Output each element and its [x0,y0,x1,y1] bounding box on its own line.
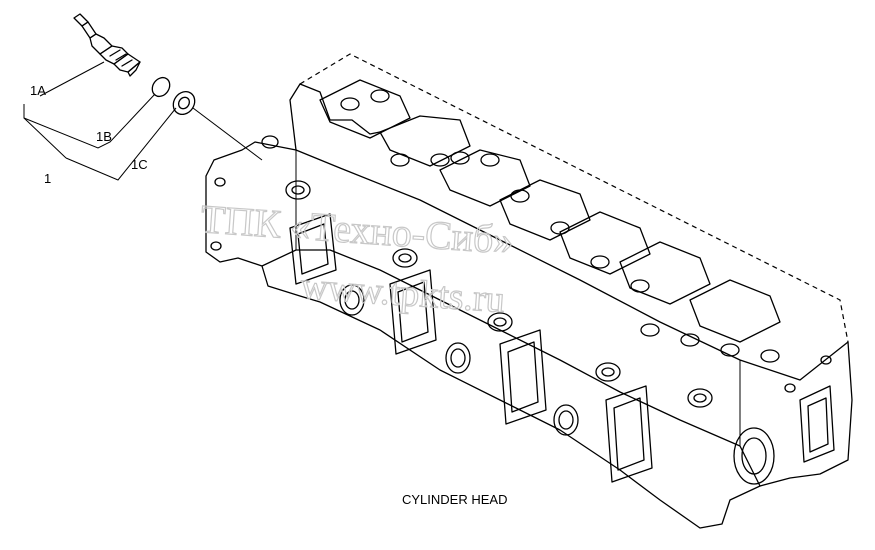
svg-text:www.tpkts.ru: www.tpkts.ru [299,265,506,321]
sealing-washer [172,90,196,116]
cylinder-head [205,53,853,529]
o-ring [151,76,171,98]
diagram-caption: CYLINDER HEAD [402,492,507,507]
label-1a: 1A [30,83,46,98]
leader-lines [23,61,263,181]
svg-text:ТПК «Техно-Сиб»: ТПК «Техно-Сиб» [199,196,515,263]
label-1c: 1C [131,157,148,172]
label-1b: 1B [96,129,112,144]
watermark: ТПК «Техно-Сиб» www.tpkts.ru [199,195,516,321]
injector-nozzle [73,13,141,77]
label-1: 1 [44,171,51,186]
